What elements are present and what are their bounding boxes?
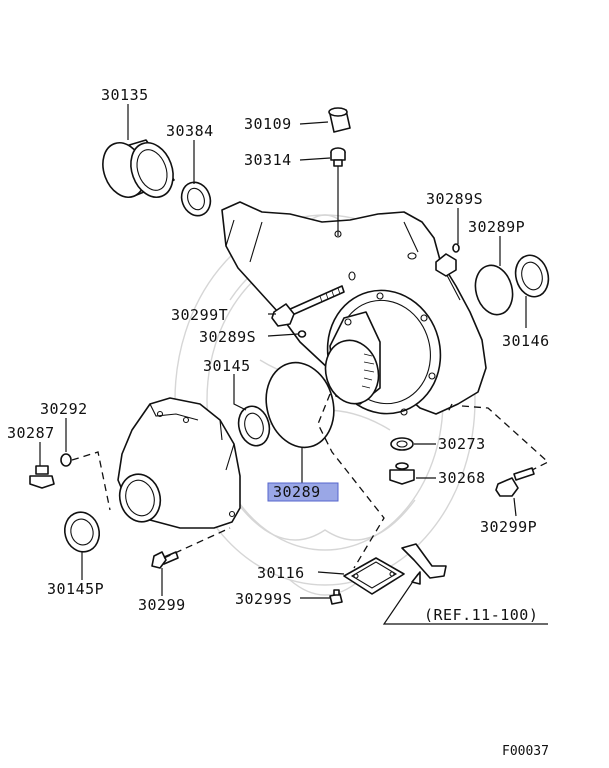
part-label-30268[interactable]: 30268 [438, 469, 486, 487]
seal-30146-drawing [514, 254, 550, 298]
bolt-30299P-drawing [495, 467, 535, 497]
part-label-30146[interactable]: 30146 [502, 332, 550, 350]
oring-30289-drawing [265, 361, 335, 449]
seal-30145-drawing [237, 405, 271, 447]
seal-30145P-drawing [63, 511, 101, 553]
transfer-case-housing-drawing [221, 201, 487, 416]
bolt-30299-drawing [151, 551, 179, 569]
part-label-30299[interactable]: 30299 [138, 596, 186, 614]
oring-30289S-top-drawing [452, 243, 460, 253]
diagram-code: F00037 [502, 744, 549, 759]
part-label-30314[interactable]: 30314 [244, 151, 292, 169]
part-label-30145P[interactable]: 30145P [47, 580, 104, 598]
part-label-30287[interactable]: 30287 [7, 424, 55, 442]
seal-30384-drawing [180, 181, 212, 217]
part-label-30273[interactable]: 30273 [438, 435, 486, 453]
part-label-30299S-bottom[interactable]: 30299S [235, 590, 292, 608]
plug-30268-drawing [389, 462, 415, 485]
part-label-30384[interactable]: 30384 [166, 122, 214, 140]
highlight-box [268, 483, 338, 501]
oring-30289S-mid-drawing [297, 330, 307, 338]
cap-30109-drawing [328, 107, 351, 133]
washer-30292-drawing [60, 453, 72, 467]
oring-30289P-drawing [474, 264, 514, 316]
part-label-30116[interactable]: 30116 [257, 564, 305, 582]
part-label-30289P[interactable]: 30289P [468, 218, 525, 236]
part-label-30109[interactable]: 30109 [244, 115, 292, 133]
sleeve-30135-drawing [102, 139, 175, 198]
rear-cover-drawing [117, 397, 241, 529]
part-label-30299T[interactable]: 30299T [171, 306, 228, 324]
bolt-30299T-drawing [271, 285, 345, 327]
washer-30273-drawing [390, 437, 414, 451]
part-label-30292[interactable]: 30292 [40, 400, 88, 418]
leader-lines [39, 104, 548, 625]
assembly-dash-lines [71, 393, 550, 569]
part-label-30145[interactable]: 30145 [203, 357, 251, 375]
part-label-30289S-top[interactable]: 30289S [426, 190, 483, 208]
part-label-30299P[interactable]: 30299P [480, 518, 537, 536]
plug-30287-drawing [29, 465, 55, 489]
reference-note[interactable]: (REF.11-100) [424, 606, 538, 624]
part-label-30289S-mid[interactable]: 30289S [199, 328, 256, 346]
cover-plate-30116-drawing [343, 543, 447, 595]
part-label-30135[interactable]: 30135 [101, 86, 149, 104]
part-label-30289[interactable]: 30289 [273, 483, 321, 501]
breather-30314-drawing [330, 147, 346, 167]
bolt-30299S-drawing [329, 589, 343, 605]
